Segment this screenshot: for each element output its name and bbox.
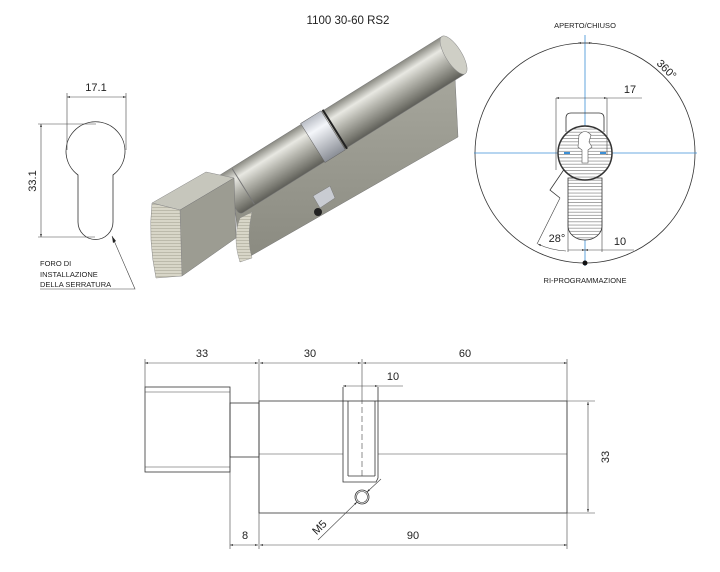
- profile-note-line-2: INSTALLAZIONE: [40, 270, 98, 279]
- rotation-top-label: APERTO/CHIUSO: [554, 21, 616, 30]
- rotation-lever-dim: 10: [614, 236, 626, 248]
- keyhole-profile: 17.1 33.1 FORO DI INSTALLAZIONE DELLA SE…: [27, 82, 136, 290]
- neck-length-dim: 8: [242, 530, 248, 542]
- profile-height-dim: 33.1: [27, 170, 39, 191]
- long-side-dim: 60: [459, 348, 471, 360]
- cylinder-3d-render: [150, 35, 468, 279]
- side-view: 33 30 60 10 33 8 90 M5: [144, 348, 612, 549]
- rotation-view: APERTO/CHIUSO RI-PROGRAMMAZIONE 360° 17 …: [474, 21, 697, 285]
- rotation-angle-dim: 28°: [549, 233, 566, 245]
- drawing-title: 1100 30-60 RS2: [307, 15, 390, 27]
- profile-note-line-3: DELLA SERRATURA: [40, 280, 111, 289]
- total-length-dim: 90: [407, 530, 419, 542]
- cam-width-dim: 10: [387, 371, 399, 383]
- knob-length-dim: 33: [196, 348, 208, 360]
- rotation-bottom-label: RI-PROGRAMMAZIONE: [544, 276, 627, 285]
- short-side-dim: 30: [304, 348, 316, 360]
- rotation-width-dim: 17: [624, 84, 636, 96]
- screw-label: M5: [310, 518, 329, 537]
- profile-note-line-1: FORO DI: [40, 259, 71, 268]
- height-dim: 33: [600, 451, 612, 463]
- profile-width-dim: 17.1: [85, 82, 106, 94]
